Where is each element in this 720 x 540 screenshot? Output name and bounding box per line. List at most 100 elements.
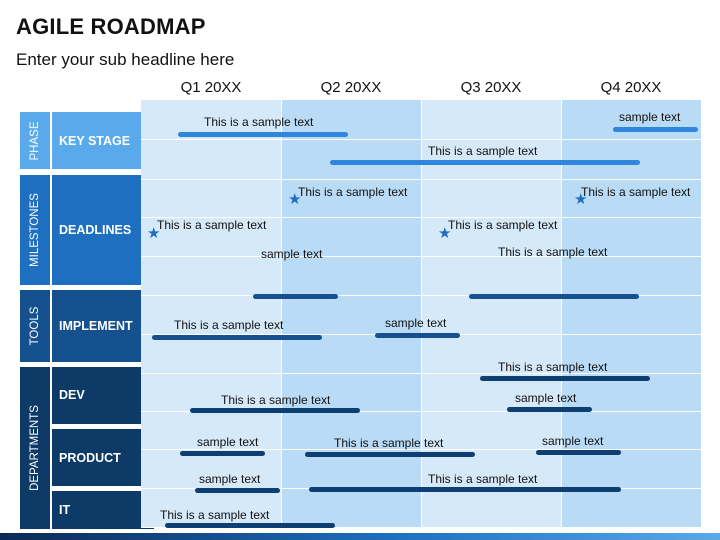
grid-cell [421,335,561,374]
bar-label: sample text [261,247,323,261]
timeline-bar [165,523,335,528]
footer-accent-bar [0,533,720,540]
milestone-label: This is a sample text [448,218,558,232]
page-subtitle: Enter your sub headline here [16,50,235,69]
grid-cell [281,335,421,374]
timeline-bar [480,376,650,381]
row-implement-label: IMPLEMENT [59,319,133,333]
row-product-label: PRODUCT [59,450,121,465]
bar-label: This is a sample text [498,245,608,259]
quarter-label-q3: Q3 20XX [460,79,522,96]
milestone-star-icon: ★ [288,191,302,208]
timeline-bar [190,408,360,413]
timeline-bar [507,407,592,412]
grid-cell [281,489,421,528]
grid-cell [421,100,561,140]
bar-label: This is a sample text [221,393,331,407]
row-it-header: IT [52,491,154,529]
grid-cell [281,180,421,218]
grid-cell [561,412,701,450]
grid-cell [141,140,281,180]
grid-cell [421,180,561,218]
grid-cell [561,335,701,374]
group-departments-tab: DEPARTMENTS [20,367,50,529]
row-key-stage-label: KEY STAGE [59,133,131,148]
grid-divider [421,100,422,528]
grid-cell [561,489,701,528]
bar-label: sample text [542,434,604,448]
grid-cell [561,180,701,218]
timeline-bar [330,160,640,165]
timeline-bar [305,452,475,457]
grid-cell [141,257,281,296]
grid-cell [561,296,701,335]
page-title: AGILE ROADMAP [16,14,206,39]
grid-cell [421,257,561,296]
timeline-bar [253,294,338,299]
timeline-bar [195,488,280,493]
milestone-star-icon: ★ [147,225,161,242]
milestone-label: This is a sample text [581,185,691,199]
grid-cell [141,218,281,257]
group-tools-label: TOOLS [29,306,41,346]
quarter-label-q4: Q4 20XX [600,79,662,96]
bar-label: This is a sample text [498,360,608,374]
grid-cell [281,257,421,296]
grid-cell [141,296,281,335]
grid-cell [561,100,701,140]
row-product-header: PRODUCT [52,429,154,486]
grid-cell [421,489,561,528]
grid-divider [281,100,282,528]
bar-label: This is a sample text [428,144,538,158]
timeline-bar [178,132,348,137]
timeline-bar [469,294,639,299]
row-deadlines-label: DEADLINES [59,223,132,237]
row-it-label: IT [59,503,71,517]
grid-cell [141,412,281,450]
bar-label: This is a sample text [160,508,270,522]
quarter-label-q1: Q1 20XX [180,79,242,96]
bar-label: This is a sample text [174,318,284,332]
row-dev-label: DEV [59,388,85,402]
milestone-star-icon: ★ [438,225,452,242]
grid-cell [281,218,421,257]
grid-cell [141,180,281,218]
quarter-label-q2: Q2 20XX [320,79,382,96]
group-departments-label: DEPARTMENTS [29,405,41,491]
bar-label: sample text [197,435,259,449]
grid-divider [561,100,562,528]
bar-label: sample text [385,316,447,330]
grid-cell [281,412,421,450]
row-deadlines-header: DEADLINES [52,175,154,285]
bar-label: sample text [515,391,577,405]
timeline-bar [613,127,698,132]
grid-cell [421,412,561,450]
row-key-stage-header: KEY STAGE [52,112,154,169]
grid-cell [421,296,561,335]
timeline-bar [152,335,322,340]
bar-label: This is a sample text [334,436,444,450]
milestone-label: This is a sample text [157,218,267,232]
row-implement-header: IMPLEMENT [52,290,154,362]
milestone-label: This is a sample text [298,185,408,199]
bar-label: This is a sample text [204,115,314,129]
grid-cell [421,218,561,257]
grid-cell [561,218,701,257]
grid-cell [141,374,281,412]
grid-cell [141,335,281,374]
timeline-bar [375,333,460,338]
group-phase-label: PHASE [29,121,41,160]
milestone-star-icon: ★ [574,191,588,208]
bar-label: sample text [199,472,261,486]
grid-cell [141,450,281,489]
timeline-bar [309,487,621,492]
row-dev-header: DEV [52,367,154,424]
bar-label: This is a sample text [428,472,538,486]
grid-cell [281,296,421,335]
group-tools-tab: TOOLS [20,290,50,362]
timeline-bar [536,450,621,455]
grid-cell [561,257,701,296]
grid-cell [561,450,701,489]
timeline-bar [180,451,265,456]
group-milestones-label: MILESTONES [29,193,41,267]
